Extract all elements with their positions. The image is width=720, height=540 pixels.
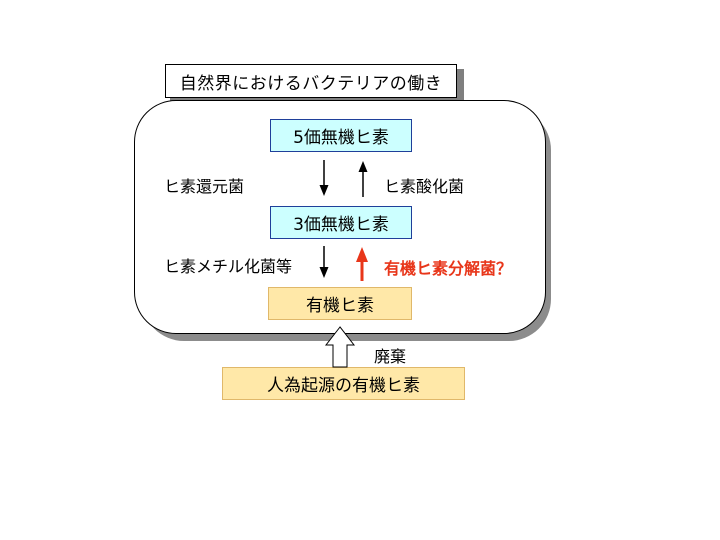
diagram-title: 自然界におけるバクテリアの働き <box>165 64 457 98</box>
decomposition-arrow-up <box>356 247 368 281</box>
methylation-arrow-down <box>319 246 329 278</box>
reducing-bacteria-label: ヒ素還元菌 <box>164 177 245 196</box>
oxidation-arrow-up <box>358 161 368 197</box>
methylating-bacteria-label: ヒ素メチル化菌等 <box>164 257 293 276</box>
reduction-arrow-down <box>319 160 329 196</box>
anthropogenic-organic-arsenic-node: 人為起源の有機ヒ素 <box>222 367 465 400</box>
arsenic3-node: 3価無機ヒ素 <box>270 206 412 239</box>
disposal-block-arrow <box>324 326 356 368</box>
oxidizing-bacteria-label: ヒ素酸化菌 <box>384 177 465 196</box>
organic-arsenic-node: 有機ヒ素 <box>268 287 412 320</box>
disposal-label: 廃棄 <box>374 347 407 366</box>
organic-decomposing-bacteria-label: 有機ヒ素分解菌？ <box>384 259 513 278</box>
arsenic5-node: 5価無機ヒ素 <box>270 119 412 152</box>
